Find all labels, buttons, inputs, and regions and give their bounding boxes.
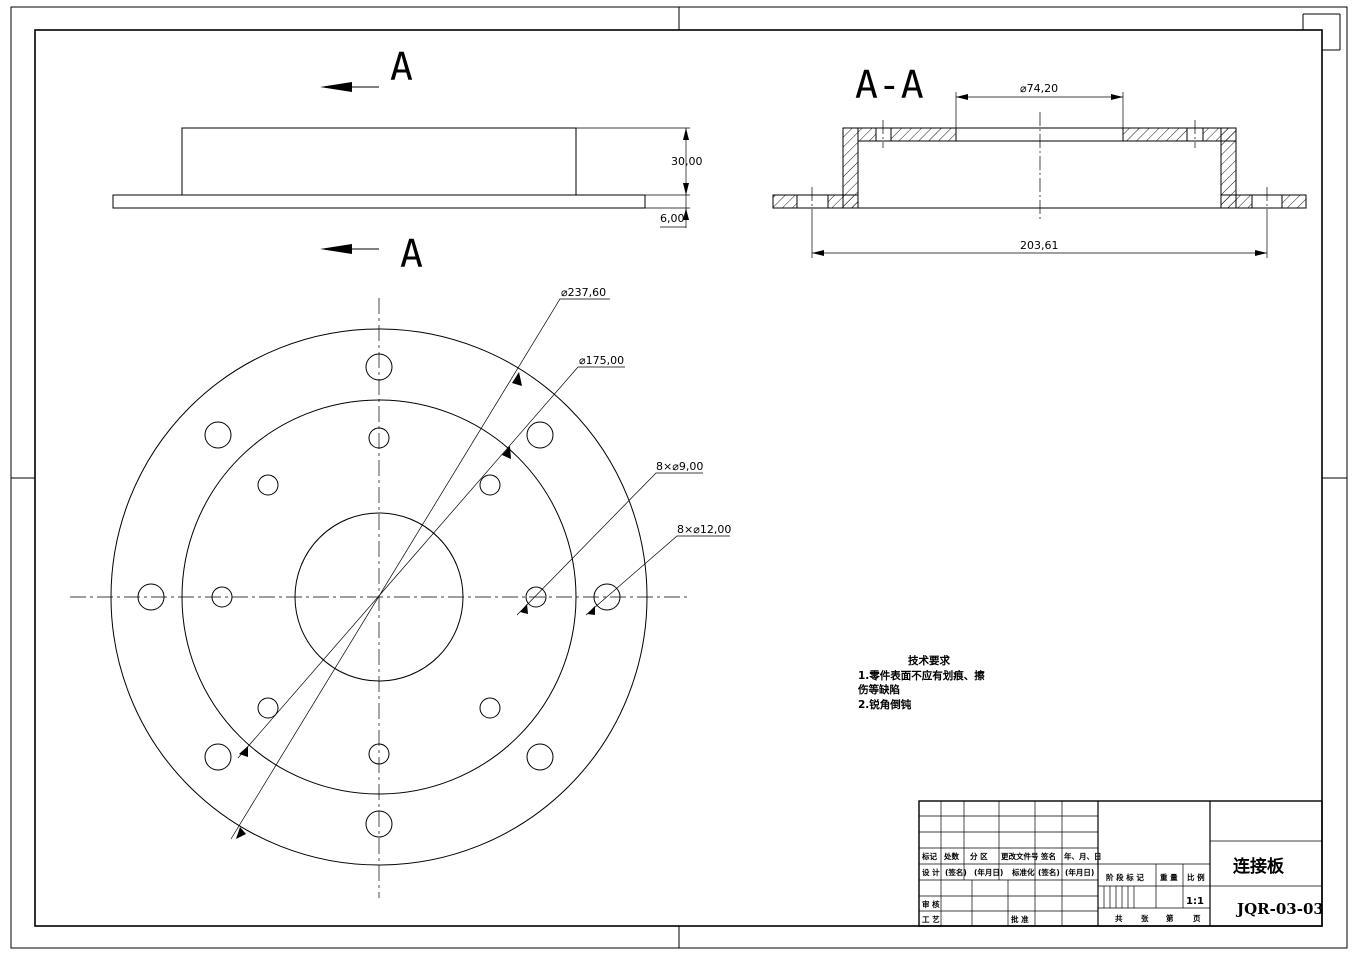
notes-line-3: 2.锐角倒钝 bbox=[858, 698, 912, 711]
tb-part-name: 连接板 bbox=[1233, 856, 1285, 877]
sheet-frame bbox=[10, 6, 1348, 949]
tb-weight: 重 量 bbox=[1160, 872, 1178, 882]
side-view bbox=[112, 127, 690, 228]
dim-flange: 6,00 bbox=[660, 212, 685, 225]
tb-page: 页 bbox=[1193, 914, 1201, 923]
plan-view bbox=[70, 298, 730, 898]
tb-date-paren-2: (年月日) bbox=[1065, 867, 1094, 877]
notes-title: 技术要求 bbox=[908, 654, 950, 667]
title-block bbox=[918, 800, 1323, 927]
tb-ratio: 比 例 bbox=[1187, 872, 1205, 882]
tb-sign-paren: (签名) bbox=[945, 867, 967, 877]
large-hole bbox=[526, 421, 554, 449]
small-hole bbox=[479, 474, 501, 496]
tb-standard: 标准化 bbox=[1011, 867, 1035, 877]
dim-outer-dia: ⌀237,60 bbox=[561, 286, 606, 299]
small-hole bbox=[525, 586, 547, 608]
large-hole bbox=[204, 421, 232, 449]
view-label-top: A bbox=[390, 45, 413, 89]
dim-bolt-circle-section: 203,61 bbox=[1020, 239, 1059, 252]
small-hole bbox=[257, 697, 279, 719]
notes-line-2: 伤等缺陷 bbox=[857, 683, 900, 696]
tb-scale: 1:1 bbox=[1186, 896, 1204, 907]
technical-notes: 技术要求 1.零件表面不应有划痕、擦 伤等缺陷 2.锐角倒钝 bbox=[857, 654, 985, 711]
dim-height: 30,00 bbox=[671, 155, 703, 168]
tb-process: 工 艺 bbox=[922, 914, 940, 924]
tb-date-paren: (年月日) bbox=[974, 867, 1003, 877]
tb-sign-paren-2: (签名) bbox=[1038, 867, 1060, 877]
small-hole bbox=[257, 474, 279, 496]
tb-review: 审 核 bbox=[922, 899, 940, 909]
small-hole bbox=[479, 697, 501, 719]
dim-bore: ⌀74,20 bbox=[1020, 82, 1058, 95]
tb-count: 处数 bbox=[943, 851, 959, 861]
view-arrow-bottom bbox=[320, 244, 379, 254]
tb-change-doc: 更改文件号 bbox=[1001, 851, 1039, 861]
tb-total: 共 bbox=[1115, 913, 1123, 923]
view-label-bottom: A bbox=[400, 232, 423, 276]
tb-drawing-no: JQR-03-03 bbox=[1235, 900, 1324, 918]
large-hole bbox=[204, 743, 232, 771]
tb-design: 设 计 bbox=[922, 867, 940, 877]
large-hole bbox=[526, 743, 554, 771]
view-arrow-top bbox=[320, 82, 379, 92]
tb-sheets: 张 bbox=[1141, 914, 1149, 923]
section-label: A-A bbox=[855, 63, 924, 107]
dim-small-holes: 8×⌀9,00 bbox=[656, 460, 703, 473]
tb-date: 年、月、日 bbox=[1064, 851, 1102, 861]
tb-approve: 批 准 bbox=[1011, 914, 1029, 924]
title-block-text: 标记 处数 分 区 更改文件号 签名 年、月、日 设 计 (签名) (年月日) … bbox=[921, 851, 1324, 924]
tb-stage-mark: 阶 段 标 记 bbox=[1106, 872, 1144, 882]
leader-arrows bbox=[236, 372, 595, 839]
dim-large-holes: 8×⌀12,00 bbox=[677, 523, 731, 536]
tb-sign: 签名 bbox=[1040, 851, 1056, 861]
dim-inner-dia: ⌀175,00 bbox=[579, 354, 624, 367]
tb-mark: 标记 bbox=[921, 851, 937, 861]
notes-line-1: 1.零件表面不应有划痕、擦 bbox=[858, 669, 985, 682]
section-view bbox=[772, 92, 1307, 258]
tb-zone: 分 区 bbox=[970, 851, 988, 861]
tb-sheet-no: 第 bbox=[1166, 913, 1174, 923]
